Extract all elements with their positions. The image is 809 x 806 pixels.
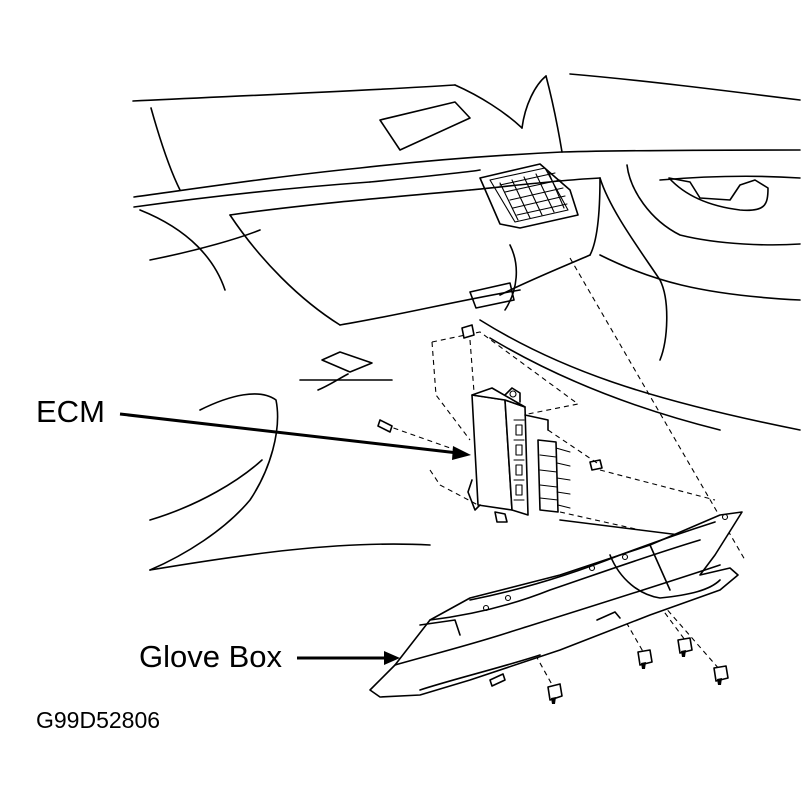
ecm-label: ECM [36, 394, 105, 429]
dashboard-outline [132, 73, 801, 571]
ecm-connector-icon [537, 439, 603, 513]
ecm-leader-arrow [119, 412, 471, 460]
screw-icon [547, 637, 729, 704]
air-vent-icon [479, 163, 579, 229]
glove-box [369, 511, 743, 698]
glove-box-label: Glove Box [139, 639, 283, 674]
glove-box-leader-arrow [297, 651, 400, 665]
ecm-module [467, 387, 549, 523]
exploded-view-lines [384, 257, 746, 691]
figure-code-label: G99D52806 [36, 707, 161, 733]
screw-icon [377, 324, 475, 433]
